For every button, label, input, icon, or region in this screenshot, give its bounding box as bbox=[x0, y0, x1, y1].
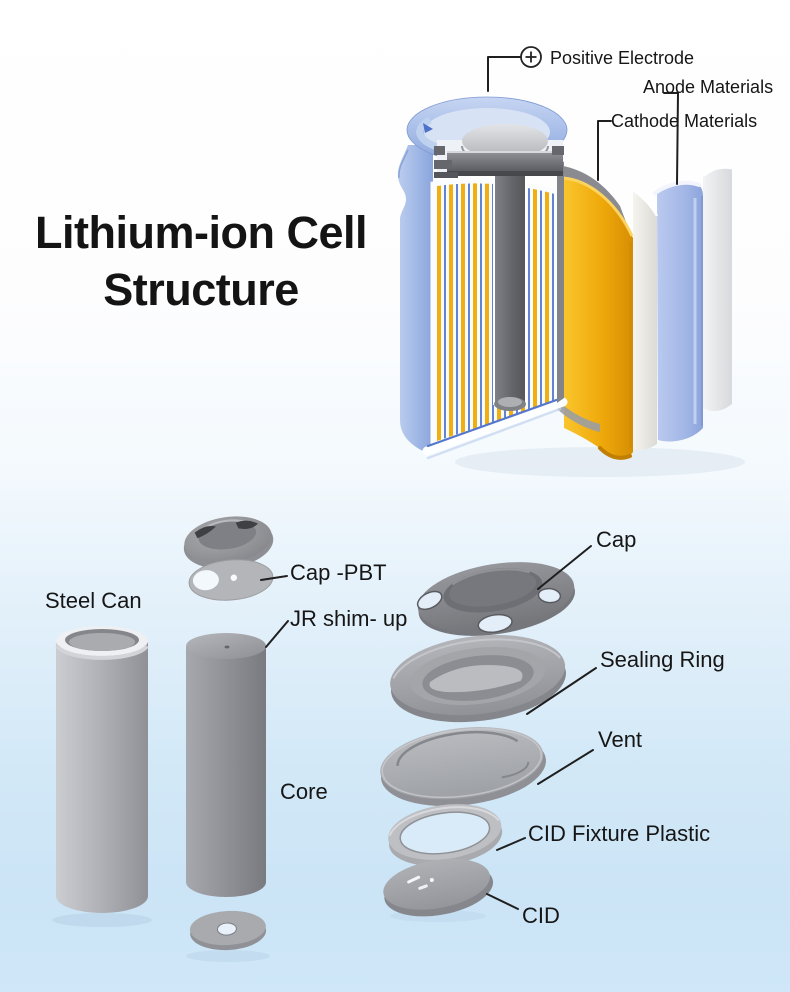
anode-sheet bbox=[653, 180, 703, 442]
outer-separator-sheet bbox=[702, 165, 733, 412]
steel-can-shape bbox=[55, 626, 149, 913]
leader-line-cid-fixture bbox=[496, 837, 526, 851]
leader-line-vent bbox=[537, 749, 594, 785]
leader-line-anode bbox=[663, 92, 679, 185]
label-sealing-ring: Sealing Ring bbox=[600, 647, 725, 672]
vent-shape bbox=[380, 726, 546, 807]
leader-line-cap bbox=[537, 545, 592, 590]
washer-shape bbox=[189, 910, 267, 951]
cap-shape bbox=[416, 562, 575, 636]
leader-line-positive-electrode bbox=[487, 56, 521, 92]
exploded-view bbox=[52, 516, 597, 962]
cathode-sheet bbox=[556, 165, 634, 460]
title-line-1: Lithium-ion Cell bbox=[35, 207, 367, 258]
can-cut-edge bbox=[557, 158, 564, 403]
core-shape bbox=[186, 633, 266, 897]
separator-sheet bbox=[632, 188, 659, 451]
label-cid-fixture-plastic: CID Fixture Plastic bbox=[528, 821, 711, 846]
label-jr-shim-up: JR shim- up bbox=[290, 606, 408, 631]
cap-pbt-shape bbox=[183, 516, 274, 569]
leader-line-jr-shim bbox=[265, 620, 289, 648]
battery-cutaway-illustration bbox=[397, 46, 745, 477]
label-cap-pbt: Cap -PBT bbox=[290, 560, 387, 585]
leader-line-cap-pbt bbox=[260, 575, 288, 581]
title-line-2: Structure bbox=[103, 264, 299, 315]
label-cid: CID bbox=[522, 903, 560, 928]
cid-fixture-shape bbox=[388, 804, 503, 866]
can-left-wall bbox=[397, 145, 433, 451]
label-steel-can: Steel Can bbox=[45, 588, 142, 613]
label-core: Core bbox=[280, 779, 328, 804]
positive-terminal-icon bbox=[520, 46, 542, 68]
battery-shadow bbox=[455, 447, 745, 477]
gasket-shape bbox=[188, 559, 274, 601]
page-title: Lithium-ion Cell Structure bbox=[0, 204, 402, 318]
cap-boss-top bbox=[462, 124, 548, 158]
label-cathode-materials: Cathode Materials bbox=[611, 111, 758, 131]
leader-line-cathode bbox=[597, 120, 612, 181]
sealing-ring-shape bbox=[390, 634, 566, 723]
leader-line-sealing-ring bbox=[526, 667, 597, 715]
label-anode-materials: Anode Materials bbox=[643, 77, 774, 97]
leader-line-cid bbox=[486, 893, 519, 910]
label-cap: Cap bbox=[596, 527, 637, 552]
label-vent: Vent bbox=[598, 727, 643, 752]
label-positive-electrode: Positive Electrode bbox=[550, 48, 695, 68]
can-rim bbox=[406, 96, 568, 178]
center-pin bbox=[493, 167, 527, 411]
cid-shape bbox=[383, 858, 494, 917]
